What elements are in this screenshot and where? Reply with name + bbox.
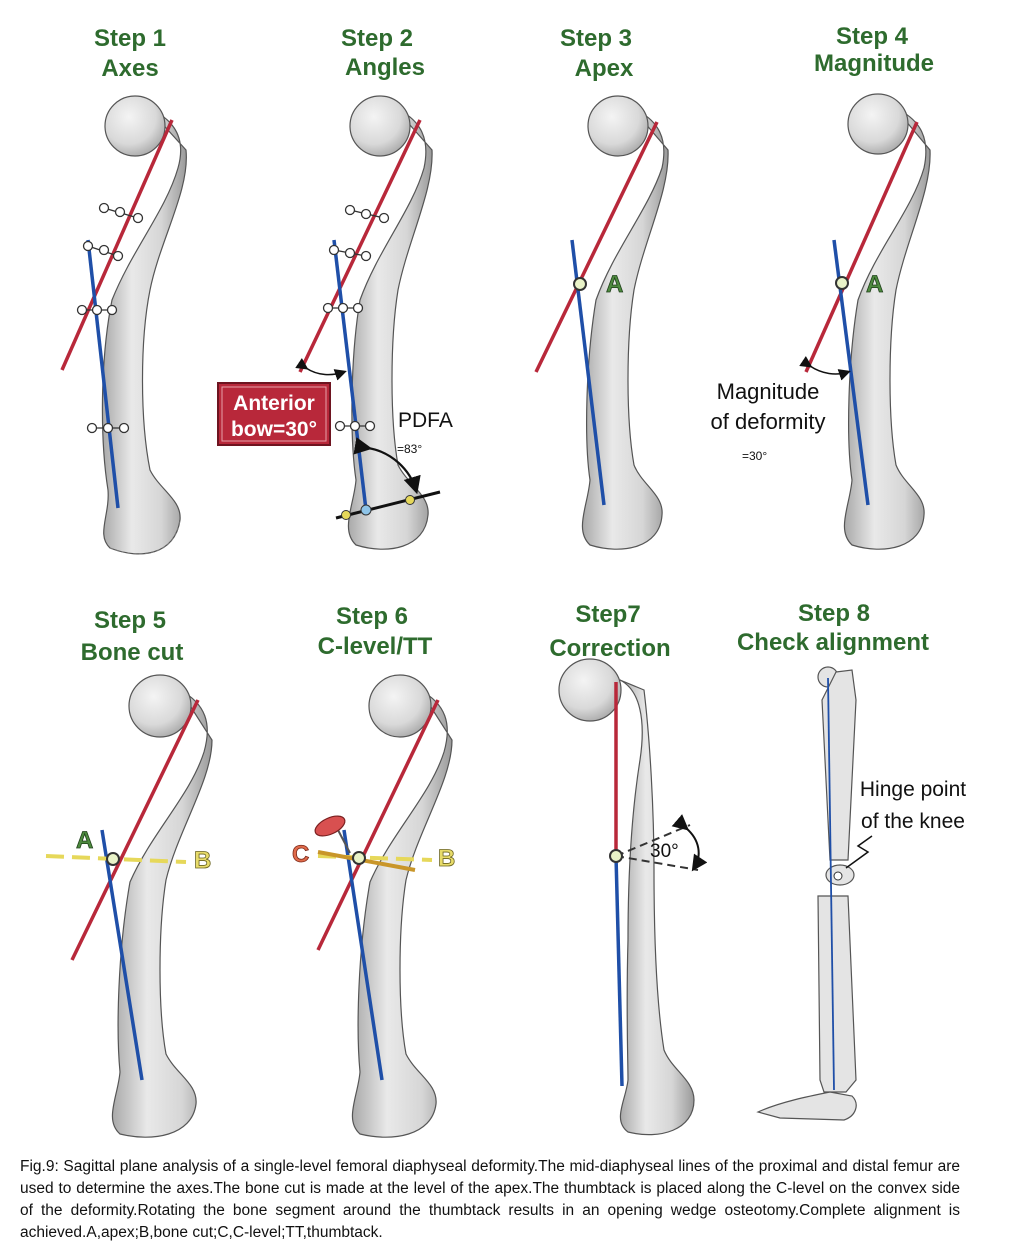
step-5-title: Step 5 Bone cut [81, 607, 184, 666]
distal-axis-line-step5 [100, 829, 144, 1081]
hinge-point-step7 [609, 849, 623, 863]
femur-illustration-step3 [581, 95, 669, 550]
svg-text:Step 2: Step 2 [341, 25, 413, 52]
bone-cut-line-step5 [45, 854, 187, 864]
hinge-label-line2: of the knee [861, 810, 965, 833]
proximal-axis-line-step3 [534, 121, 659, 373]
step-2-title: Step 2 Angles [341, 25, 425, 81]
svg-text:Step 8: Step 8 [798, 600, 870, 627]
apex-point-step5 [106, 852, 120, 866]
apex-point-step4 [835, 276, 849, 290]
svg-text:Magnitude: Magnitude [814, 50, 934, 77]
step-1-title: Step 1 Axes [94, 25, 166, 82]
distal-axis-line-step7 [614, 855, 624, 1087]
svg-text:bow=30°: bow=30° [231, 418, 317, 441]
femur-illustration-step1 [101, 95, 187, 555]
pdfa-value: =83° [397, 442, 422, 456]
svg-text:Step7: Step7 [575, 601, 640, 628]
femur-illustration-step4 [843, 93, 931, 550]
step-6-title: Step 6 C-level/TT [318, 603, 433, 660]
svg-text:Anterior: Anterior [233, 392, 315, 415]
svg-text:Step 4: Step 4 [836, 23, 909, 50]
svg-text:Check alignment: Check alignment [737, 629, 929, 656]
hinge-pointer-arrow [845, 835, 873, 869]
apex-label-step4: A [866, 271, 883, 298]
diaphysis-marker-points-step2 [322, 204, 390, 432]
pdfa-label: PDFA [398, 409, 453, 432]
distal-axis-line-step6 [342, 829, 384, 1081]
pdfa-point-center [360, 504, 372, 516]
knee-hinge-point [833, 871, 843, 881]
svg-text:Angles: Angles [345, 54, 425, 81]
apex-point-step3 [573, 277, 587, 291]
femur-illustration-step7 [558, 658, 695, 1136]
magnitude-value: =30° [742, 449, 767, 463]
proximal-axis-line-step6 [316, 699, 440, 951]
pdfa-point-right [405, 495, 415, 505]
magnitude-label-line1: Magnitude [717, 379, 820, 404]
svg-text:Step 1: Step 1 [94, 25, 166, 52]
c-level-line-step6 [317, 850, 416, 872]
anterior-bow-angle-arc [295, 358, 347, 381]
proximal-axis-line-step4 [804, 121, 919, 373]
apex-label-step5: A [76, 827, 93, 854]
thumbtack-icon [314, 815, 351, 854]
step-3-title: Step 3 Apex [560, 25, 634, 82]
proximal-axis-line-step1 [60, 119, 174, 371]
joint-line-step2 [335, 490, 441, 520]
apex-label-step3: A [606, 271, 623, 298]
c-level-label-step6: C [292, 841, 309, 868]
bone-cut-label-step5: B [194, 847, 211, 874]
magnitude-label-line2: of deformity [711, 409, 826, 434]
distal-axis-line-step1 [86, 239, 120, 509]
svg-text:Bone cut: Bone cut [81, 639, 184, 666]
bone-cut-line-step6 [317, 854, 433, 862]
femur-illustration-step6 [351, 674, 453, 1138]
anterior-bow-label-box: Anterior bow=30° [217, 382, 331, 446]
svg-text:Step 5: Step 5 [94, 607, 166, 634]
svg-text:Step 3: Step 3 [560, 25, 632, 52]
proximal-axis-line-step5 [70, 699, 200, 961]
svg-text:C-level/TT: C-level/TT [318, 633, 433, 660]
proximal-axis-line-step2 [298, 119, 422, 373]
mechanical-axis-line-step8 [827, 677, 835, 1091]
step-7-title: Step7 Correction [549, 601, 670, 662]
correction-angle-arc [671, 814, 708, 872]
step-4-title: Step 4 Magnitude [814, 23, 934, 77]
lower-limb-illustration [756, 666, 857, 1121]
correction-angle-label: 30° [650, 841, 679, 862]
magnitude-angle-arc [799, 356, 851, 381]
figure-caption: Fig.9: Sagittal plane analysis of a sing… [20, 1158, 960, 1241]
step-8-title: Step 8 Check alignment [737, 600, 929, 656]
bone-cut-label-step6: B [438, 845, 455, 872]
pdfa-point-left [341, 510, 351, 520]
svg-text:Axes: Axes [101, 55, 158, 82]
svg-text:Correction: Correction [549, 635, 670, 662]
svg-text:Apex: Apex [575, 55, 634, 82]
femur-illustration-step5 [111, 674, 213, 1138]
svg-text:Step 6: Step 6 [336, 603, 408, 630]
figure-panel: Step 1 Axes Step 2 Angles Step 3 Apex St… [45, 23, 966, 1138]
apex-point-step6 [352, 851, 366, 865]
pdfa-angle-arc [353, 437, 421, 495]
diaphysis-marker-points-step1 [76, 202, 144, 434]
hinge-label-line1: Hinge point [860, 778, 966, 801]
